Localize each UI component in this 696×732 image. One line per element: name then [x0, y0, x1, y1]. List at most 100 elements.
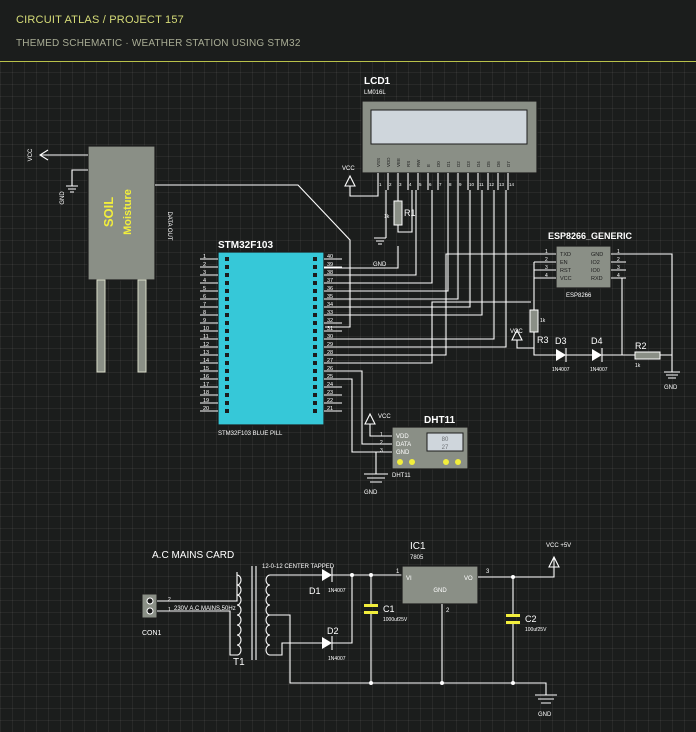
lcd-pin-name: VDD: [386, 157, 391, 167]
soil-moisture-sensor[interactable]: SOIL Moisture DATA OUT: [87, 145, 172, 373]
dht-vcc-label: VCC: [378, 414, 391, 420]
junction-dot: [350, 573, 354, 577]
power-supply: A.C MAINS CARD CON1 2 1 230V A.C MAINS,5…: [141, 541, 571, 718]
stm32-left-pad: [225, 281, 229, 285]
lcd-pin-number: 3: [399, 182, 402, 187]
esp-gnd-label: GND: [664, 385, 678, 391]
vcc5-label: VCC +5V: [546, 543, 571, 549]
d1-ref: D1: [309, 586, 321, 596]
c2-value: 100uf25V: [525, 627, 547, 633]
stm32-right-pin-number: 30: [327, 334, 333, 340]
esp-right-pin-name: RXD: [591, 276, 603, 282]
header-bar: CIRCUIT ATLAS / PROJECT 157 THEMED SCHEM…: [0, 0, 696, 62]
dht-reading-2: 27: [442, 445, 449, 451]
stm32-right-pad: [313, 409, 317, 413]
stm32-right-pad: [313, 297, 317, 301]
esp-left-wires: [533, 261, 541, 310]
stm32-right-pad: [313, 329, 317, 333]
stm32-left-pad: [225, 401, 229, 405]
lcd-pin-name: D5: [486, 161, 491, 167]
stm32-left-pin-number: 9: [203, 318, 206, 324]
lcd-module[interactable]: LCD1 LM016L VSS1VDD2VEE3RS4RW5E6D07D18D2…: [361, 76, 538, 190]
dht-ref: DHT11: [424, 415, 456, 426]
dht-wiring: VCC GND 1 2 3: [351, 412, 392, 496]
r2-resistor[interactable]: [634, 351, 661, 360]
d4-diode[interactable]: [592, 349, 602, 361]
ic1-pin-3: 3: [486, 569, 490, 575]
stm32-left-pin-number: 12: [203, 342, 209, 348]
ic1-gnd: GND: [433, 588, 447, 594]
d2-ref: D2: [327, 626, 339, 636]
lcd-vcc-symbol: [344, 174, 379, 197]
d3-diode[interactable]: [556, 349, 566, 361]
stm32-right-pin-number: 23: [327, 390, 333, 396]
stm32-right-pad: [313, 305, 317, 309]
stm32-ref: STM32F103: [218, 240, 273, 251]
t1-secondary-coil: [265, 574, 271, 656]
t1-core: [251, 566, 257, 660]
c2-plate-top: [506, 614, 520, 617]
stm32-right-pad: [313, 385, 317, 389]
lcd-support: VCC GND R1 1k: [342, 166, 416, 268]
stm32-left-pin-number: 1: [203, 254, 206, 260]
ic1-vi: VI: [406, 576, 412, 582]
diode-chain-wire: [533, 348, 672, 356]
stm32-left-pin-number: 3: [203, 270, 206, 276]
d1-diode[interactable]: [322, 569, 332, 581]
esp-right-pin-number: 1: [617, 249, 620, 255]
stm32-left-pad: [225, 377, 229, 381]
c2-ref: C2: [525, 614, 537, 624]
ic1-part: 7805: [410, 555, 424, 561]
t1-ref: T1: [233, 657, 245, 668]
d2-diode[interactable]: [322, 637, 332, 649]
stm32-right-pad: [313, 289, 317, 293]
lcd-pin-name: VEE: [396, 158, 401, 167]
stm32-right-pad: [313, 361, 317, 365]
d2-part: 1N4007: [328, 656, 346, 662]
t1-note: 12-0-12 CENTER TAPPED: [262, 564, 335, 570]
con1-pin-2: [146, 607, 154, 615]
dht11-sensor[interactable]: DHT11 80 27 VDD DATA GND DHT11: [391, 415, 469, 479]
stm32-right-pad: [313, 337, 317, 341]
ic1-regulator[interactable]: [401, 565, 479, 605]
c1-ref: C1: [383, 604, 395, 614]
stm32-left-pad: [225, 313, 229, 317]
dht-button-1: [397, 459, 403, 465]
lcd-pin-name: VSS: [376, 158, 381, 167]
esp-right-pin-number: 4: [617, 273, 620, 279]
stm32-left-pin-number: 20: [203, 406, 209, 412]
dht-pin-gnd: GND: [396, 450, 410, 456]
stm32-right-pin-number: 39: [327, 262, 333, 268]
r3-ref: R3: [537, 335, 549, 345]
r2-ref: R2: [635, 341, 647, 351]
junction-dot: [511, 575, 515, 579]
dht-vcc-symbol: [364, 412, 392, 437]
breadcrumb[interactable]: CIRCUIT ATLAS / PROJECT 157: [16, 14, 185, 26]
ic1-vo: VO: [464, 576, 473, 582]
lcd-pin-name: D2: [456, 161, 461, 167]
stm32-right-pin-number: 29: [327, 342, 333, 348]
r1-resistor[interactable]: [393, 200, 403, 226]
r3-resistor[interactable]: [529, 309, 539, 333]
stm32-left-pad: [225, 297, 229, 301]
esp-left-pin-name: EN: [560, 260, 568, 266]
stm32-board[interactable]: STM32F103 123456789101112131415161718192…: [200, 240, 342, 437]
dht-num-1: 1: [380, 432, 383, 438]
dht-display: [426, 432, 464, 452]
junction-dot: [369, 573, 373, 577]
esp-right-pin-number: 3: [617, 265, 620, 271]
stm32-right-pin-number: 25: [327, 374, 333, 380]
stm32-left-pin-number: 10: [203, 326, 209, 332]
lcd-pin-number: 6: [429, 182, 432, 187]
stm32-left-pin-number: 15: [203, 366, 209, 372]
stm32-left-pin-number: 5: [203, 286, 206, 292]
dht-gnd-symbol: [364, 452, 388, 483]
soil-probe-right: [137, 279, 147, 373]
dht-num-3: 3: [380, 448, 383, 454]
esp-right-pin-name: IO2: [591, 260, 600, 266]
stm32-right-pad: [313, 313, 317, 317]
stm32-body: [217, 251, 325, 426]
stm32-left-pin-number: 6: [203, 294, 206, 300]
